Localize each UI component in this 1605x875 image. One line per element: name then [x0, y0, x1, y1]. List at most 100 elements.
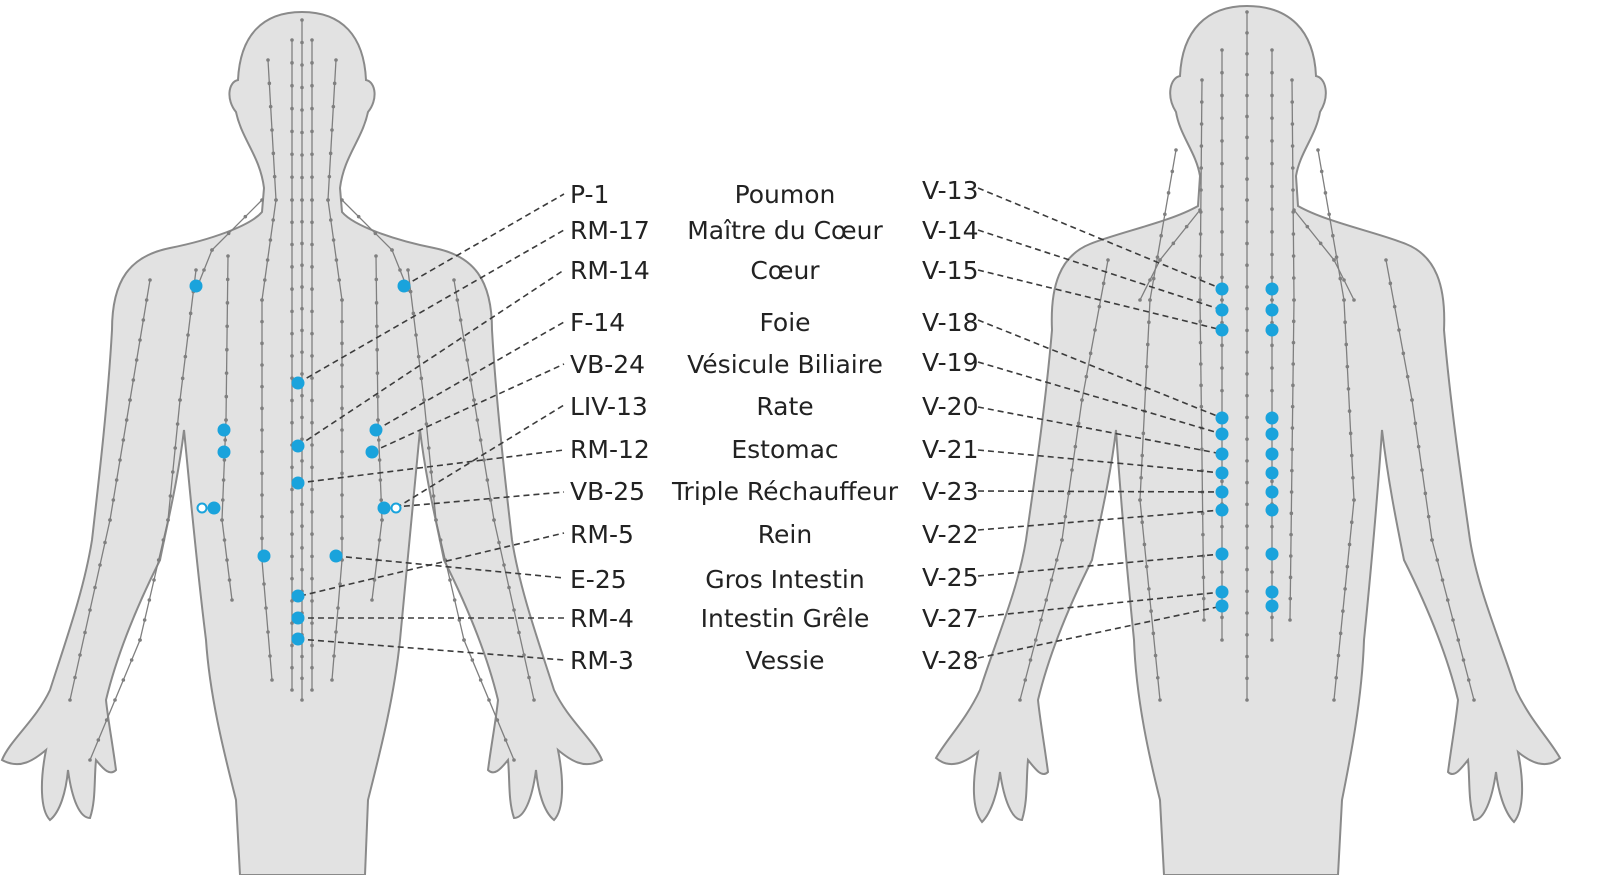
- meridian-point: [1270, 230, 1274, 234]
- meridian-point: [1414, 422, 1418, 426]
- acupoint-marker: [1266, 428, 1279, 441]
- meridian-point: [422, 398, 426, 402]
- meridian-point: [1245, 94, 1249, 98]
- meridian-point: [357, 215, 361, 219]
- meridian-point: [425, 422, 429, 426]
- acupoint-marker: [1266, 467, 1279, 480]
- meridian-point: [379, 498, 383, 502]
- meridian-point: [1220, 230, 1224, 234]
- meridian-point: [83, 631, 87, 635]
- meridian-point: [1289, 576, 1293, 580]
- meridian-point: [1220, 48, 1224, 52]
- meridian-point: [290, 243, 294, 247]
- meridian-point: [406, 268, 410, 272]
- meridian-point: [310, 465, 314, 469]
- acupoint-marker: [1216, 283, 1229, 296]
- meridian-point: [1039, 618, 1043, 622]
- acupoint-marker: [1266, 600, 1279, 613]
- meridian-point: [202, 268, 206, 272]
- meridian-point: [262, 582, 266, 586]
- meridian-point: [1145, 365, 1149, 369]
- meridian-point: [1338, 277, 1342, 281]
- meridian-point: [1270, 253, 1274, 257]
- meridian-point: [260, 472, 264, 476]
- meridian-point: [184, 355, 188, 359]
- meridian-point: [1149, 609, 1153, 613]
- meridian-point: [1220, 275, 1224, 279]
- meridian-point: [290, 265, 294, 269]
- acupoint-marker: [366, 446, 379, 459]
- meridian-point: [1145, 565, 1149, 569]
- meridian-point: [290, 465, 294, 469]
- meridian-point: [224, 395, 228, 399]
- meridian-point: [310, 577, 314, 581]
- meridian-point: [260, 428, 264, 432]
- meridian-point: [310, 152, 314, 156]
- meridian-point: [1138, 498, 1142, 502]
- acupoint-marker: [1266, 283, 1279, 296]
- meridian-point: [1289, 533, 1293, 537]
- meridian-point: [1245, 481, 1249, 485]
- meridian-point: [504, 738, 508, 742]
- meridian-point: [300, 698, 304, 702]
- meridian-point: [300, 676, 304, 680]
- meridian-point: [290, 421, 294, 425]
- meridian-point: [260, 363, 264, 367]
- meridian-point: [226, 278, 230, 282]
- meridian-point: [310, 310, 314, 314]
- meridian-point: [1270, 616, 1274, 620]
- back-code-label: V-18: [922, 308, 978, 337]
- meridian-point: [1060, 538, 1064, 542]
- meridian-point: [290, 399, 294, 403]
- meridian-point: [300, 459, 304, 463]
- meridian-point: [268, 82, 272, 86]
- meridian-point: [1288, 597, 1292, 601]
- meridian-point: [273, 175, 277, 179]
- meridian-point: [300, 86, 304, 90]
- meridian-point: [228, 578, 232, 582]
- meridian-point: [1220, 298, 1224, 302]
- acupoint-marker: [1216, 412, 1229, 425]
- meridian-point: [300, 263, 304, 267]
- meridian-point: [1245, 198, 1249, 202]
- meridian-point: [1139, 476, 1143, 480]
- acupoint-marker: [292, 377, 305, 390]
- acupoint-marker: [258, 550, 271, 563]
- meridian-point: [270, 128, 274, 132]
- meridian-point: [1292, 232, 1296, 236]
- meridian-point: [271, 218, 275, 222]
- meridian-point: [178, 398, 182, 402]
- meridian-point: [482, 458, 486, 462]
- meridian-point: [328, 175, 332, 179]
- meridian-point: [1199, 166, 1203, 170]
- acupoint-marker: [1216, 600, 1229, 613]
- meridian-point: [103, 541, 107, 545]
- front-code-label: F-14: [570, 308, 625, 337]
- meridian-point: [1163, 212, 1167, 216]
- meridian-point: [266, 630, 270, 634]
- front-code-label: RM-17: [570, 216, 650, 245]
- meridian-point: [1220, 525, 1224, 529]
- meridian-point: [186, 333, 190, 337]
- acupoint-marker: [218, 424, 231, 437]
- meridian-point: [260, 407, 264, 411]
- meridian-point: [453, 598, 457, 602]
- meridian-point: [300, 153, 304, 157]
- meridian-point: [269, 238, 273, 242]
- meridian-point: [310, 666, 314, 670]
- meridian-point: [1200, 448, 1204, 452]
- meridian-point: [1034, 638, 1038, 642]
- meridian-point: [300, 350, 304, 354]
- meridian-point: [1140, 454, 1144, 458]
- organ-label: Poumon: [735, 180, 836, 209]
- meridian-point: [1292, 298, 1296, 302]
- meridian-point: [427, 446, 431, 450]
- meridian-point: [1291, 188, 1295, 192]
- meridian-point: [1270, 48, 1274, 52]
- meridian-point: [469, 378, 473, 382]
- meridian-point: [290, 220, 294, 224]
- meridian-point: [310, 421, 314, 425]
- meridian-point: [300, 176, 304, 180]
- meridian-point: [1152, 277, 1156, 281]
- meridian-point: [1334, 676, 1338, 680]
